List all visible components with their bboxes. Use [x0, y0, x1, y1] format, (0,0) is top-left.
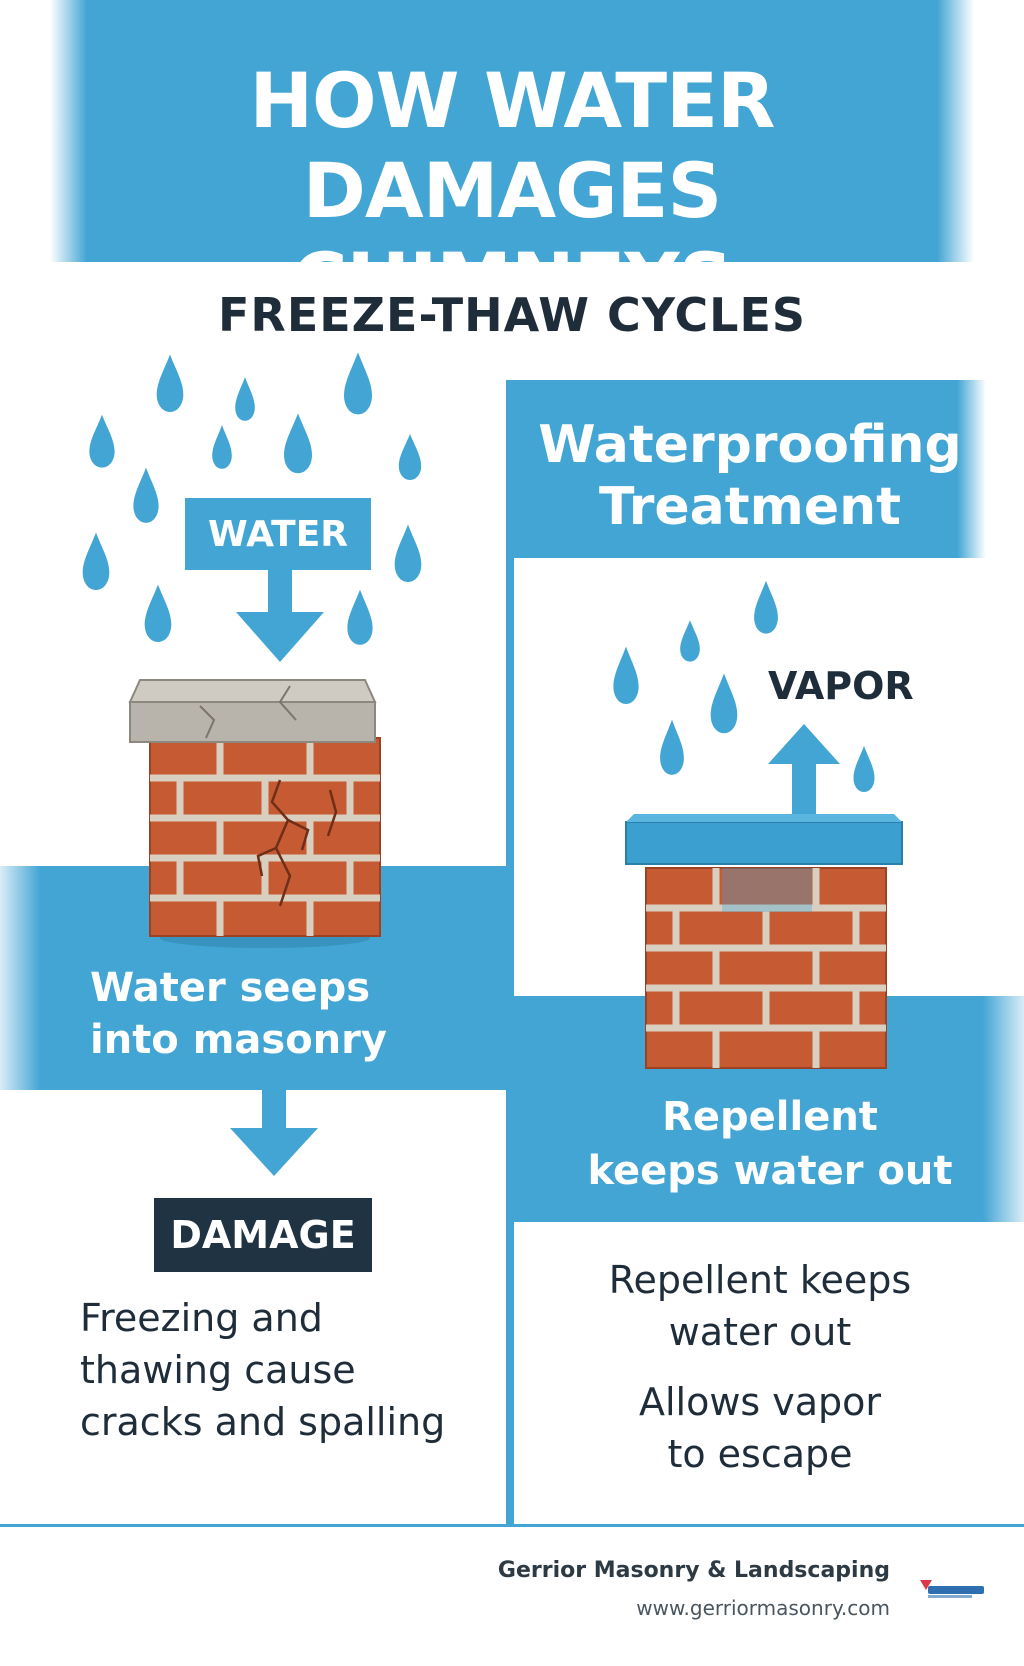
right-band-line-2: keeps water out [587, 1148, 953, 1194]
raindrop-icon [347, 589, 373, 645]
damage-description: Freezing and thawing cause cracks and sp… [80, 1292, 500, 1448]
raindrop-icon [853, 746, 875, 792]
raindrop-icon [212, 425, 232, 469]
right-copy-2-line-2: to escape [667, 1432, 853, 1476]
raindrop-icon [754, 580, 778, 634]
raindrop-icon [235, 377, 255, 421]
footer-divider [0, 1524, 1024, 1527]
right-panel-divider [506, 380, 514, 1526]
damage-label: DAMAGE [154, 1198, 372, 1272]
arrow-down-icon [236, 566, 324, 662]
raindrop-icon [680, 620, 700, 662]
right-band-text: Repellent keeps water out [560, 1090, 980, 1198]
damage-line-3: cracks and spalling [80, 1400, 446, 1444]
raindrop-icon [82, 532, 110, 590]
raindrop-icon [344, 352, 372, 415]
damage-line-1: Freezing and [80, 1296, 323, 1340]
left-band-line-1: Water seeps [90, 965, 371, 1011]
title-banner [50, 0, 974, 262]
left-band-text: Water seeps into masonry [90, 962, 490, 1066]
cracked-chimney-illustration [128, 679, 381, 948]
right-description: Repellent keeps water out Allows vapor t… [530, 1254, 990, 1498]
raindrop-icon [133, 467, 159, 523]
treatment-line-2: Treatment [599, 477, 901, 537]
waterproofed-chimney-illustration [625, 814, 903, 1069]
raindrop-icon [710, 673, 738, 734]
title-line-2: CHIMNEYS [291, 236, 734, 325]
raindrop-icon [394, 524, 422, 582]
treatment-banner [506, 380, 986, 558]
subtitle: FREEZE-THAW CYCLES [217, 288, 806, 342]
right-copy-block-1: Repellent keeps water out [530, 1254, 990, 1358]
company-url: www.gerriormasonry.com [636, 1596, 890, 1620]
raindrop-icon [156, 354, 184, 412]
company-name: Gerrior Masonry & Landscaping [497, 1558, 890, 1583]
damage-line-2: thawing cause [80, 1348, 356, 1392]
left-band-line-2: into masonry [90, 1017, 387, 1063]
raindrop-icon [613, 646, 639, 704]
right-copy-1-line-2: water out [668, 1310, 852, 1354]
right-copy-2-line-1: Allows vapor [638, 1380, 882, 1424]
treatment-title: Waterproofing Treatment [530, 414, 970, 538]
company-logo-icon [920, 1580, 984, 1598]
right-copy-block-2: Allows vapor to escape [530, 1376, 990, 1480]
right-copy-1-line-1: Repellent keeps [608, 1258, 912, 1302]
raindrop-icon [284, 413, 312, 474]
raindrop-icon [660, 719, 684, 775]
water-label: WATER [185, 498, 371, 570]
title-line-1: HOW WATER DAMAGES [249, 56, 775, 235]
page-title: HOW WATER DAMAGES CHIMNEYS [60, 56, 964, 326]
right-band-line-1: Repellent [662, 1094, 878, 1140]
raindrop-icon [89, 414, 115, 468]
treatment-line-1: Waterproofing [538, 415, 962, 475]
arrow-up-icon [768, 724, 840, 814]
raindrop-icon [398, 434, 422, 480]
raindrop-icon [144, 584, 172, 642]
arrow-down-icon [230, 1090, 318, 1176]
vapor-label: VAPOR [768, 664, 914, 708]
